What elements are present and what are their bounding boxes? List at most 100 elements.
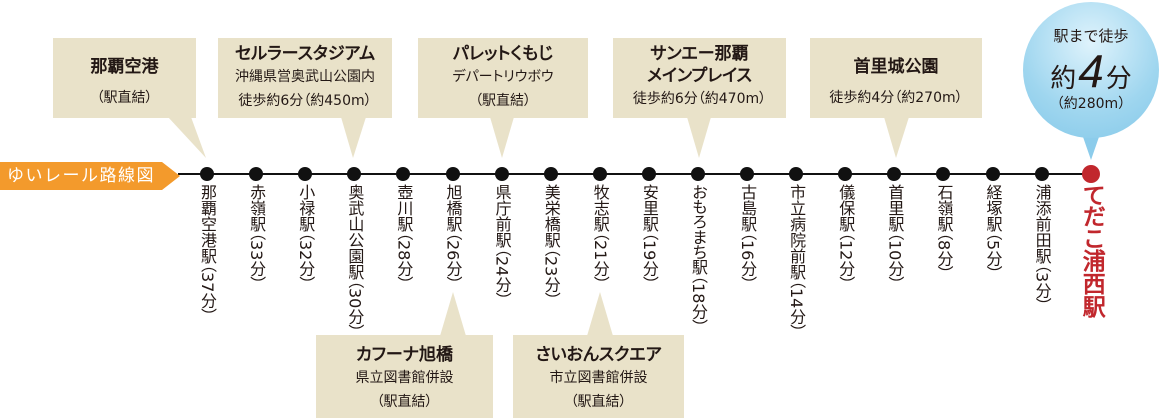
station-dot	[936, 167, 951, 181]
walk-time-badge: 駅まで徒歩 約4分 （約280m）	[1023, 2, 1159, 138]
station-label: 石嶺駅（8分）	[934, 184, 954, 275]
station-travel-time: （10分）	[885, 232, 905, 285]
station-name: 美栄橋駅	[541, 184, 561, 248]
station-label: 浦添前田駅（3分）	[1033, 184, 1052, 306]
station-label: 壺川駅（28分）	[394, 184, 414, 285]
station-travel-time: （8分）	[934, 232, 954, 275]
callout-pointer-kafuuna	[440, 292, 466, 336]
station-name: 壺川駅	[394, 184, 414, 232]
callout-naha-airport: 那覇空港 （駅直結）	[53, 38, 196, 118]
callout-note: （駅直結）	[96, 90, 153, 106]
station-travel-time: （19分）	[639, 232, 659, 285]
station-stop: 経塚駅（5分）	[968, 167, 1017, 332]
callout-note: 徒歩約6分（約470m）	[632, 91, 767, 107]
callout-title: 首里城公園	[853, 57, 939, 77]
callout-note: （駅直結）	[376, 394, 433, 410]
callout-pointer-shurijo-park	[884, 117, 909, 158]
station-name: 旭橋駅	[443, 184, 463, 232]
callout-title: セルラースタジアム	[234, 44, 376, 64]
walk-badge-caption: 駅まで徒歩	[1053, 27, 1129, 45]
station-name: 市立病院前駅	[787, 184, 807, 280]
station-stop: おもろまち駅（18分）	[673, 167, 722, 332]
station-dot	[494, 167, 509, 181]
station-stop: 小禄駅（32分）	[281, 167, 330, 332]
callout-title: さいおんスクエア	[535, 345, 662, 365]
station-stop: 市立病院前駅（14分）	[772, 167, 821, 332]
station-stop: 石嶺駅（8分）	[919, 167, 968, 332]
station-dot	[200, 167, 215, 181]
callout-subtitle: 市立図書館併設	[549, 370, 648, 386]
station-travel-time: （28分）	[394, 232, 414, 285]
station-dot	[887, 167, 902, 181]
station-label: 市立病院前駅（14分）	[787, 184, 807, 332]
callout-title: パレットくもじ	[452, 44, 554, 64]
station-dot	[445, 167, 460, 181]
station-dot	[543, 167, 558, 181]
callout-title: サンエー那覇	[650, 44, 749, 64]
station-label: 小禄駅（32分）	[296, 184, 316, 285]
callout-note: （駅直結）	[570, 394, 627, 410]
callout-pointer-san-a	[687, 117, 711, 158]
station-dot	[249, 167, 264, 181]
station-label: おもろまち駅（18分）	[688, 184, 708, 327]
walk-badge-distance: （約280m）	[1049, 96, 1133, 112]
station-label: 儀保駅（12分）	[836, 184, 856, 285]
station-stop: 儀保駅（12分）	[821, 167, 870, 332]
station-stop: 浦添前田駅（3分）	[1017, 167, 1066, 332]
station-name: 牧志駅	[590, 184, 610, 232]
station-label: 奥武山公園駅（30分）	[345, 184, 365, 333]
destination-station-name: てだこ浦西駅	[1078, 184, 1105, 318]
station-name: おもろまち駅	[688, 184, 708, 276]
walk-badge-time: 約4分	[1023, 48, 1159, 94]
route-label-arrow: ゆいレール路線図	[0, 162, 180, 190]
station-stop: 牧志駅（21分）	[575, 167, 624, 332]
callout-title: 那覇空港	[90, 57, 159, 77]
destination-station: てだこ浦西駅	[1066, 165, 1115, 332]
route-label-text: ゆいレール路線図	[7, 166, 155, 186]
station-stop: 奥武山公園駅（30分）	[330, 167, 379, 332]
station-dot	[641, 167, 656, 181]
station-label: 古島駅（16分）	[738, 184, 758, 284]
station-dot	[592, 167, 607, 181]
callout-pointer-saion	[587, 292, 613, 336]
station-travel-time: （32分）	[296, 232, 316, 285]
station-name: 石嶺駅	[934, 184, 954, 232]
station-dot	[838, 167, 853, 181]
station-travel-time: （23分）	[541, 248, 561, 301]
callout-note: 徒歩約4分（約270m）	[829, 90, 963, 106]
callout-san-a: サンエー那覇 メインプレイス 徒歩約6分（約470m）	[613, 38, 786, 118]
station-travel-time: （33分）	[247, 232, 267, 285]
walk-badge-unit: 分	[1105, 64, 1132, 94]
station-dot	[347, 167, 362, 181]
station-stop: 旭橋駅（26分）	[428, 167, 477, 332]
station-stop: 美栄橋駅（23分）	[526, 167, 575, 332]
station-label: 経塚駅（5分）	[983, 184, 1003, 274]
callout-title-line2: メインプレイス	[647, 66, 752, 86]
callout-pointer-naha-airport	[168, 117, 206, 158]
callout-pointer-pallet-kumoji	[490, 117, 514, 158]
station-travel-time: （37分）	[198, 264, 218, 317]
station-name: 安里駅	[639, 184, 659, 232]
station-dot	[985, 167, 1000, 181]
station-dot	[298, 167, 313, 181]
station-label: 那覇空港駅（37分）	[198, 184, 218, 317]
station-stop: 壺川駅（28分）	[379, 167, 428, 332]
station-name: 古島駅	[738, 184, 758, 232]
callout-subtitle: 沖縄県営奥武山公園内	[235, 69, 375, 85]
station-travel-time: （30分）	[345, 280, 365, 333]
station-stop: 首里駅（10分）	[870, 167, 919, 332]
destination-dot	[1081, 165, 1100, 183]
station-name: 経塚駅	[983, 184, 1003, 232]
station-name: 那覇空港駅	[198, 184, 218, 264]
station-stop: 県庁前駅（24分）	[477, 167, 526, 332]
station-name: 赤嶺駅	[247, 184, 267, 232]
callout-title: カフーナ旭橋	[356, 345, 453, 365]
station-label: 安里駅（19分）	[639, 184, 659, 285]
walk-badge-minutes: 4	[1078, 45, 1104, 97]
station-stop: 那覇空港駅（37分）	[183, 167, 232, 332]
station-label: 旭橋駅（26分）	[443, 184, 463, 284]
station-label: 牧志駅（21分）	[590, 184, 610, 284]
station-dot	[396, 167, 411, 181]
station-travel-time: （12分）	[836, 232, 856, 285]
station-list: 那覇空港駅（37分） 赤嶺駅（33分） 小禄駅（32分） 奥武山公園駅（30分） 壺川駅…	[183, 165, 1116, 332]
